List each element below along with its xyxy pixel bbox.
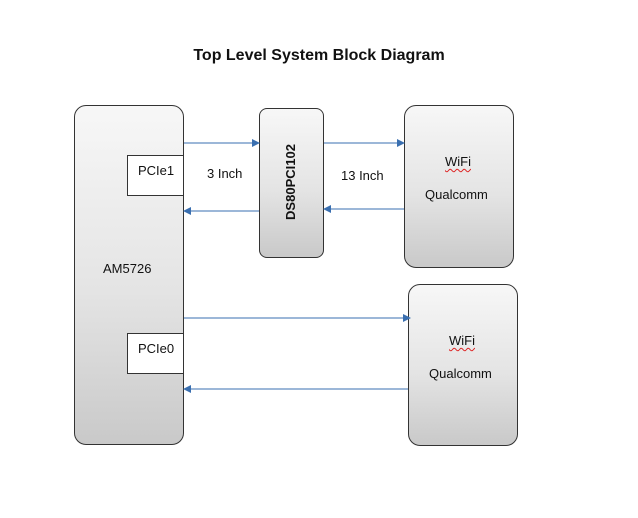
- am5726-label: AM5726: [103, 261, 152, 276]
- wifi-bottom-vendor: Qualcomm: [429, 366, 492, 381]
- link-13-inch-label: 13 Inch: [341, 168, 384, 183]
- pcie1-port: PCIe1: [127, 155, 184, 196]
- pcie1-label: PCIe1: [138, 163, 175, 178]
- ds80pci102-block: [259, 108, 324, 258]
- wifi-bottom-label: WiFi: [449, 333, 475, 348]
- pcie0-port: PCIe0: [127, 333, 184, 374]
- wifi-top-block: [404, 105, 514, 268]
- diagram-title: Top Level System Block Diagram: [193, 47, 445, 64]
- link-3-inch-label: 3 Inch: [207, 166, 243, 181]
- wifi-top-label: WiFi: [445, 154, 471, 169]
- wifi-top-vendor: Qualcomm: [425, 187, 488, 202]
- wifi-bottom-block: [408, 284, 518, 446]
- pcie0-label: PCIe0: [138, 341, 175, 356]
